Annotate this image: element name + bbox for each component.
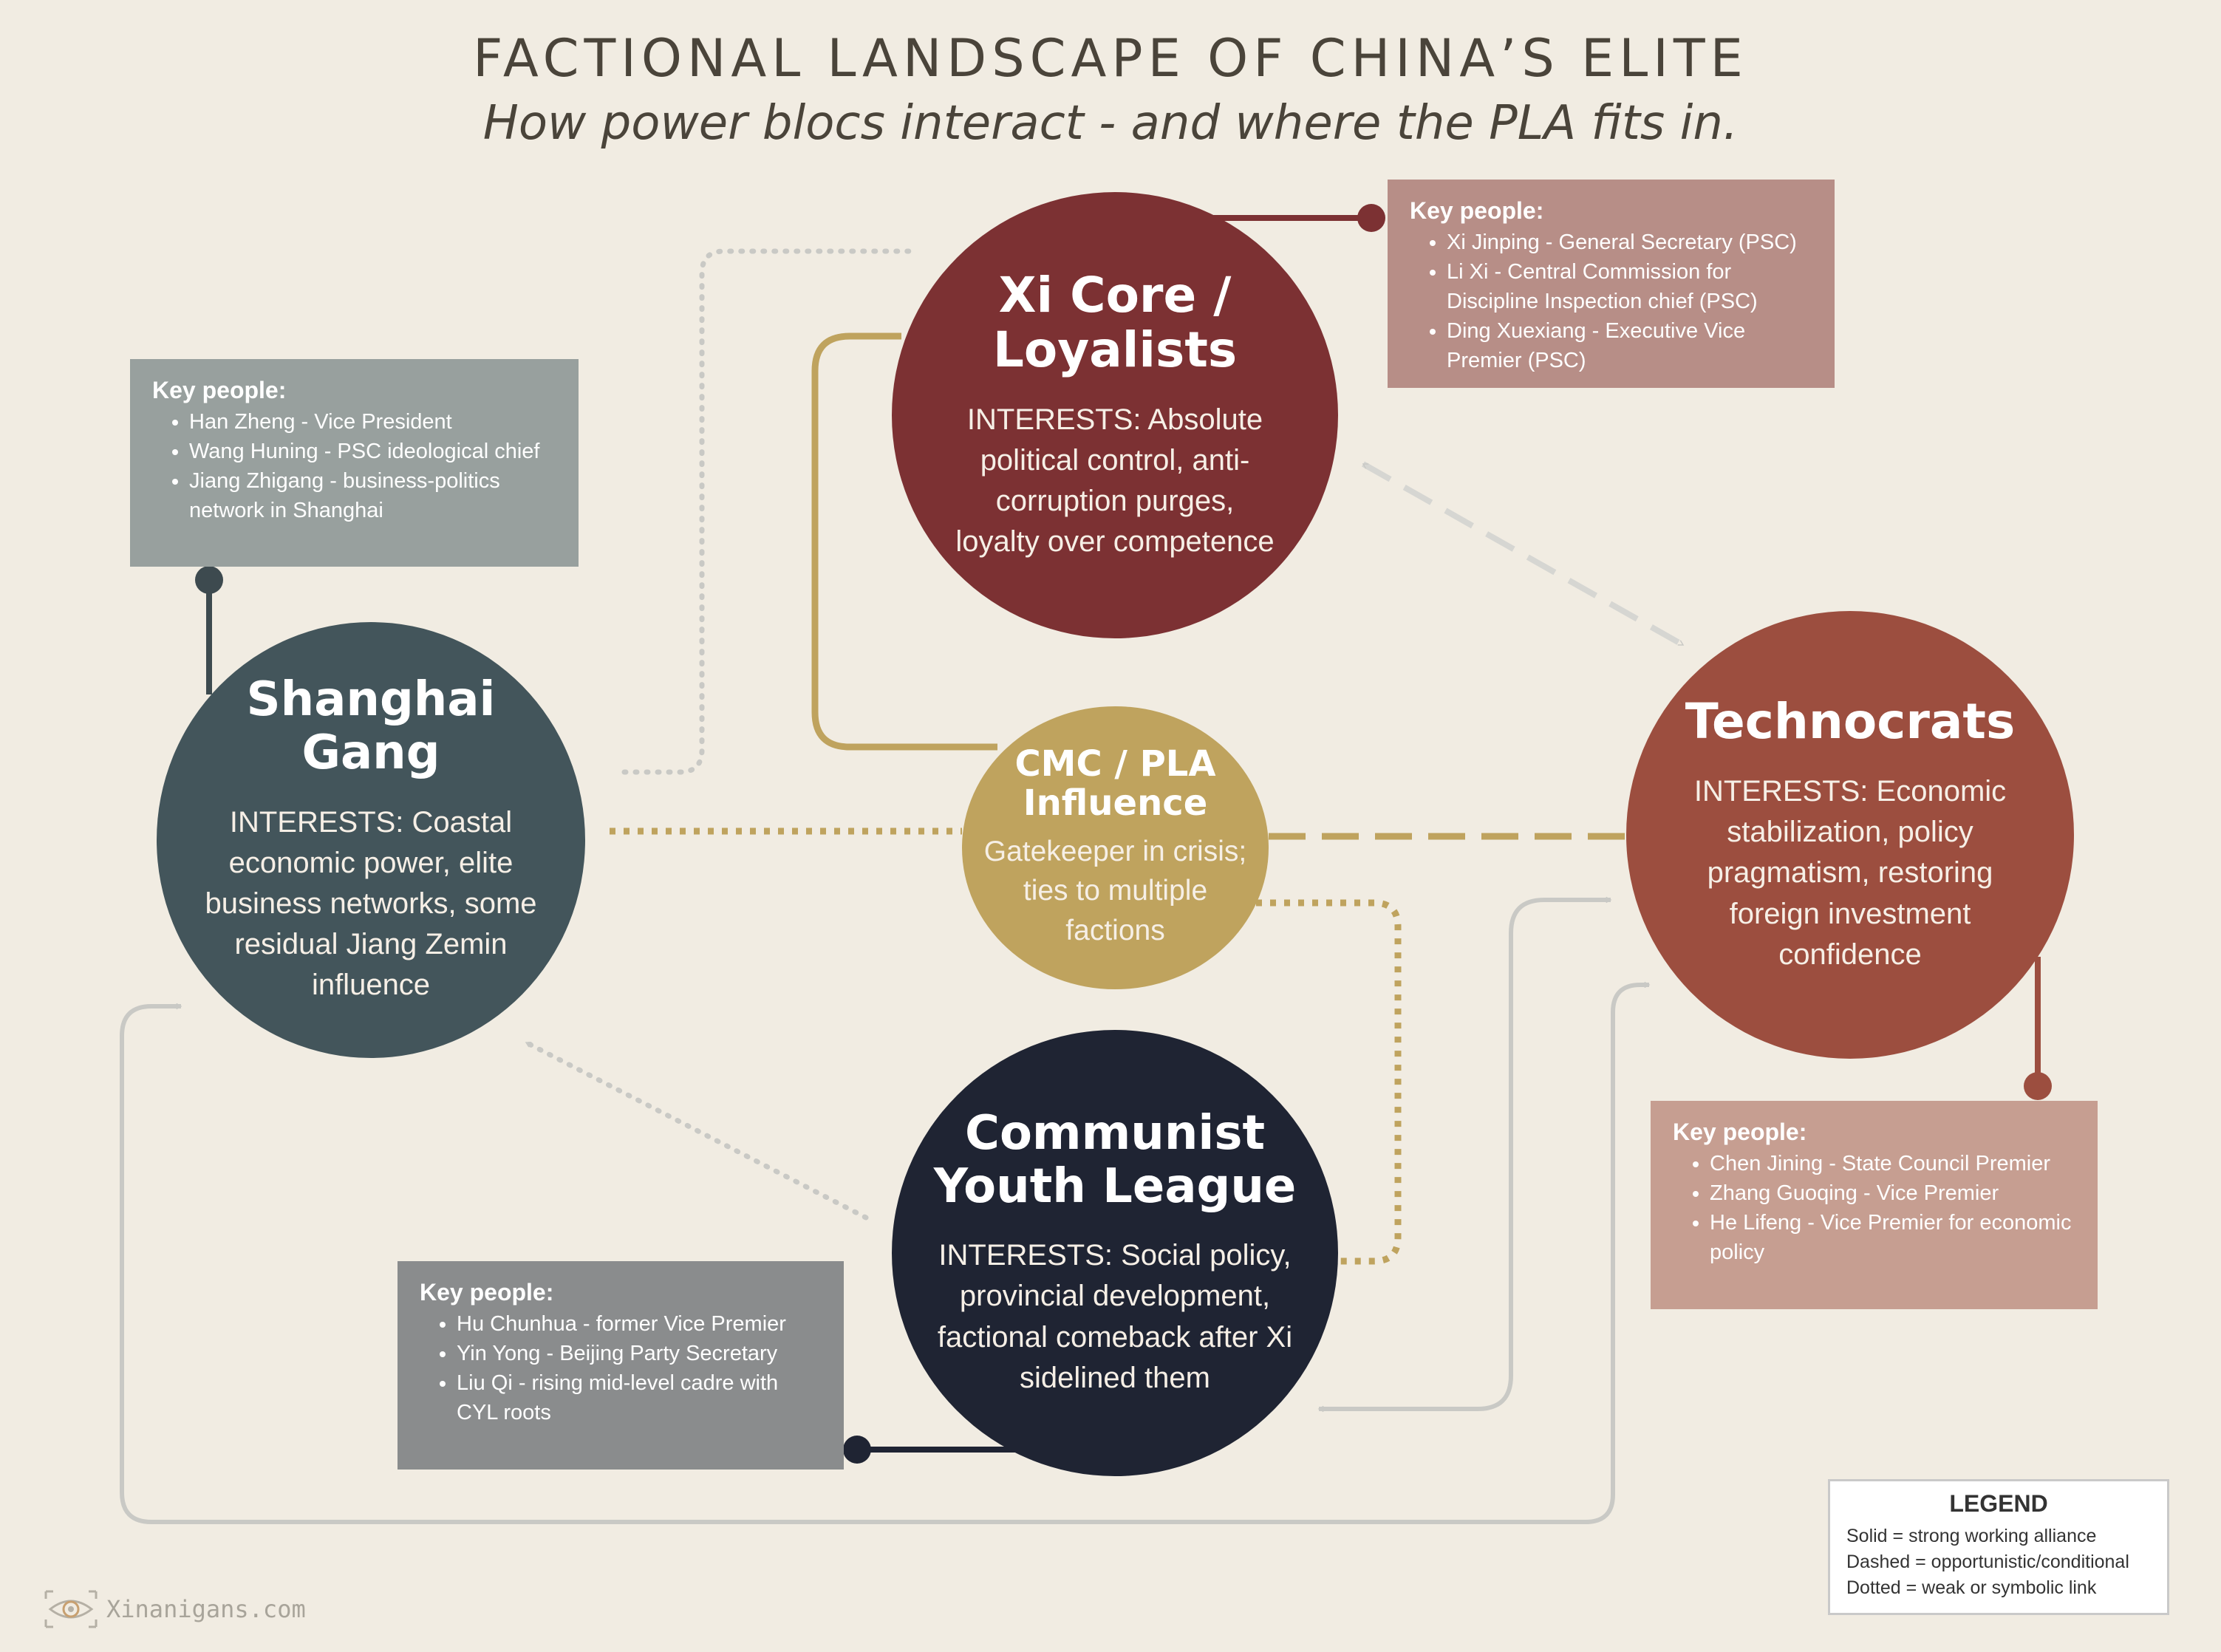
node-cmc-pla-interests: Gatekeeper in crisis; ties to multiple f…: [983, 835, 1247, 947]
watermark-text: Xinanigans.com: [106, 1595, 306, 1623]
node-technocrats-name: Technocrats: [1685, 693, 2016, 751]
legend-item-solid: Solid = strong working alliance: [1846, 1526, 2097, 1546]
list-item: Chen Jining - State Council Premier: [1710, 1149, 2075, 1178]
list-item: Wang Huning - PSC ideological chief: [189, 437, 556, 466]
key-people-technocrats-title: Key people:: [1673, 1119, 1807, 1145]
node-cmc-pla: CMC / PLA Influence Gatekeeper in crisis…: [962, 706, 1269, 989]
node-cyl-name: Communist Youth League: [934, 1107, 1297, 1213]
node-cmc-pla-name-line1: CMC / PLA: [1014, 743, 1216, 785]
connector-dot-cyl: [843, 1436, 871, 1464]
key-people-technocrats: Key people: Chen Jining - State Council …: [1651, 1101, 2098, 1309]
node-shanghai-gang-name: Shanghai Gang: [247, 674, 496, 779]
link-technocrats-cyl-solid: [1317, 896, 1612, 1413]
key-people-shanghai: Key people: Han Zheng - Vice President W…: [130, 359, 579, 567]
list-item: Li Xi - Central Commission for Disciplin…: [1447, 257, 1812, 316]
node-shanghai-gang-interests: INTERESTS: Coastal economic power, elite…: [205, 805, 537, 1002]
link-xi-technocrats-dashed: [1362, 461, 1685, 648]
connector-dot-technocrats: [2024, 1072, 2052, 1100]
list-item: He Lifeng - Vice Premier for economic po…: [1710, 1208, 2075, 1267]
link-shanghai-to-xi-dotted: [621, 248, 912, 775]
node-cyl-interests: INTERESTS: Social policy, provincial dev…: [937, 1239, 1293, 1394]
key-people-cyl: Key people: Hu Chunhua - former Vice Pre…: [398, 1261, 844, 1470]
key-people-xi-title: Key people:: [1410, 197, 1544, 224]
key-people-cyl-title: Key people:: [420, 1279, 554, 1305]
legend-item-dotted: Dotted = weak or symbolic link: [1846, 1577, 2097, 1598]
node-communist-youth-league: Communist Youth League INTERESTS: Social…: [892, 1030, 1338, 1476]
node-shanghai-gang-name-line2: Gang: [301, 726, 440, 781]
list-item: Hu Chunhua - former Vice Premier: [457, 1309, 822, 1339]
legend-box: LEGEND Solid = strong working alliance D…: [1828, 1479, 2169, 1615]
key-people-xi: Key people: Xi Jinping - General Secreta…: [1388, 180, 1835, 388]
node-shanghai-gang: Shanghai Gang INTERESTS: Coastal economi…: [157, 622, 585, 1058]
list-item: Xi Jinping - General Secretary (PSC): [1447, 228, 1812, 257]
list-item: Ding Xuexiang - Executive Vice Premier (…: [1447, 316, 1812, 375]
link-xi-cmc-solid: [811, 332, 997, 751]
node-technocrats: Technocrats INTERESTS: Economic stabiliz…: [1626, 611, 2074, 1059]
connector-dot-xi: [1357, 204, 1385, 232]
legend-item-dashed: Dashed = opportunistic/conditional: [1846, 1552, 2129, 1572]
list-item: Jiang Zhigang - business-politics networ…: [189, 466, 556, 525]
connector-dot-shanghai: [195, 566, 223, 594]
eye-logo-icon: [44, 1590, 98, 1628]
node-technocrats-interests: INTERESTS: Economic stabilization, polic…: [1693, 774, 2007, 971]
node-cyl-name-line1: Communist: [964, 1105, 1266, 1161]
node-xi-core-name: Xi Core / Loyalists: [992, 266, 1238, 378]
page-subtitle: How power blocs interact - and where the…: [482, 96, 1739, 151]
node-shanghai-gang-name-line1: Shanghai: [246, 672, 496, 728]
watermark: Xinanigans.com: [43, 1588, 306, 1630]
node-xi-core-name-line1: Xi Core /: [998, 266, 1232, 324]
node-xi-core-name-line2: Loyalists: [992, 321, 1238, 378]
key-people-cyl-list: Hu Chunhua - former Vice Premier Yin Yon…: [420, 1309, 822, 1427]
node-cyl-name-line2: Youth League: [933, 1158, 1297, 1214]
key-people-xi-list: Xi Jinping - General Secretary (PSC) Li …: [1410, 228, 1812, 375]
link-cyl-to-shanghai-dotted: [523, 1040, 869, 1221]
legend-title: LEGEND: [1949, 1490, 2048, 1517]
node-xi-core-interests: INTERESTS: Absolute political control, a…: [955, 403, 1275, 559]
node-cmc-pla-name: CMC / PLA Influence: [1014, 745, 1215, 823]
page-title: FACTIONAL LANDSCAPE OF CHINA’S ELITE: [473, 28, 1748, 89]
list-item: Yin Yong - Beijing Party Secretary: [457, 1339, 822, 1368]
list-item: Han Zheng - Vice President: [189, 407, 556, 437]
node-cmc-pla-name-line2: Influence: [1023, 782, 1208, 824]
node-xi-core: Xi Core / Loyalists INTERESTS: Absolute …: [892, 192, 1338, 638]
key-people-technocrats-list: Chen Jining - State Council Premier Zhan…: [1673, 1149, 2075, 1267]
key-people-shanghai-title: Key people:: [152, 377, 287, 403]
link-technocrats-shanghai-solid: [120, 981, 1651, 1524]
list-item: Zhang Guoqing - Vice Premier: [1710, 1178, 2075, 1208]
list-item: Liu Qi - rising mid-level cadre with CYL…: [457, 1368, 822, 1427]
key-people-shanghai-list: Han Zheng - Vice President Wang Huning -…: [152, 407, 556, 525]
